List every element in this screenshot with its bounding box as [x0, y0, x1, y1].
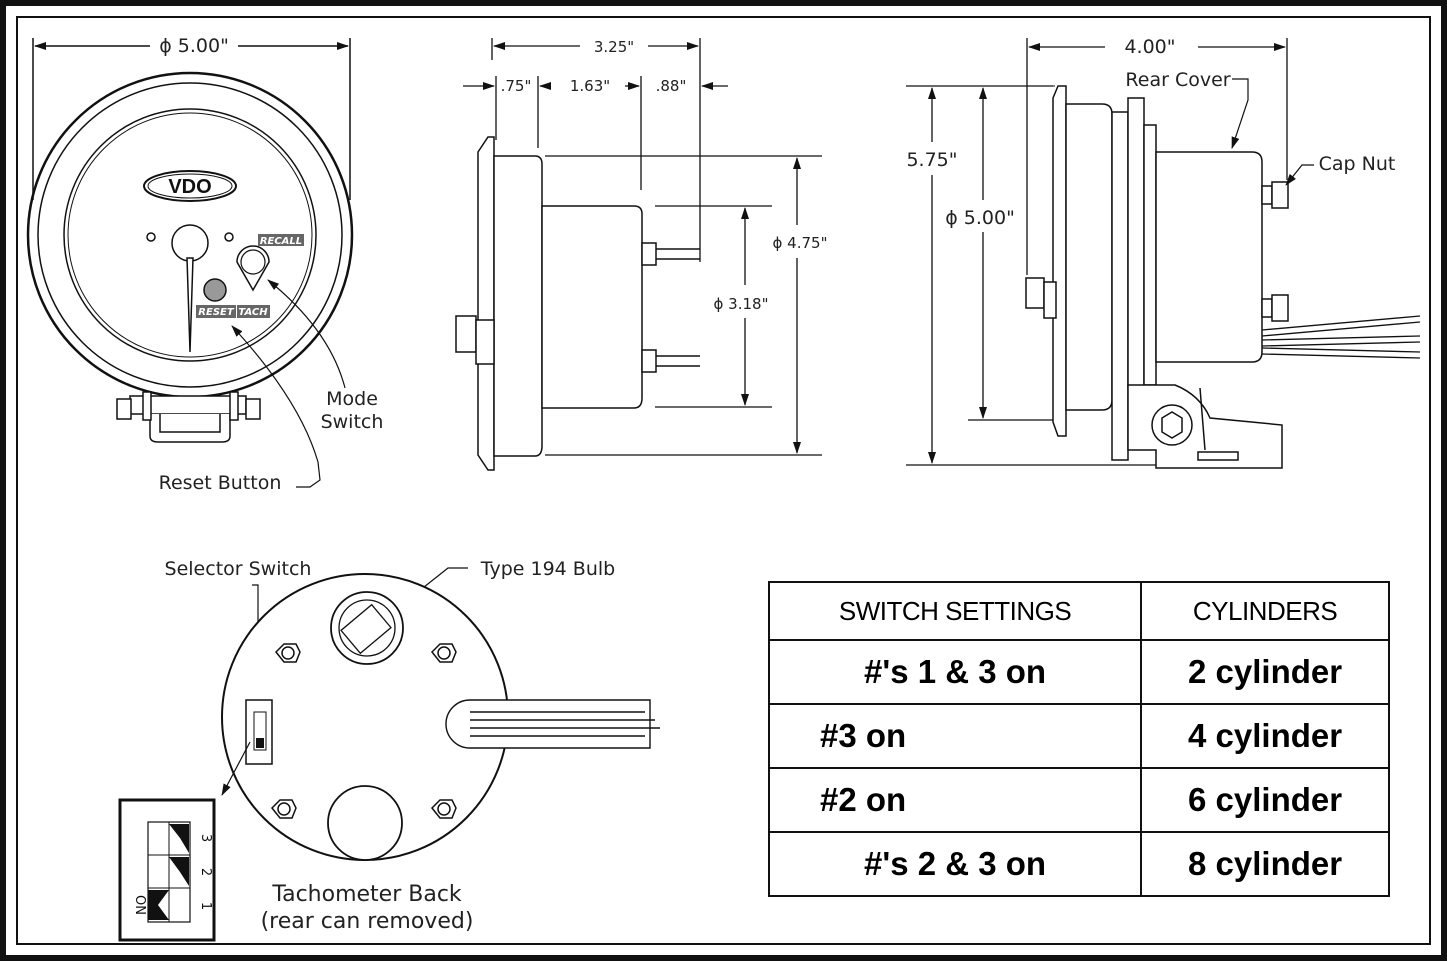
- recall-badge: [258, 234, 304, 246]
- dip-number-3: 3: [198, 834, 213, 842]
- dip-number-2: 2: [198, 868, 213, 876]
- bulb-label: Type 194 Bulb: [480, 558, 615, 580]
- recall-label: RECALL: [260, 236, 302, 247]
- mounted-view: 4.00" 5.75" ϕ 5.00": [906, 36, 1421, 469]
- dip-on-label: ON: [132, 895, 147, 915]
- mount-nuts: [270, 643, 457, 819]
- mode-switch-callout-line1: Mode: [326, 388, 378, 410]
- table-row: #'s 1 & 3 on 2 cylinder: [767, 639, 1390, 705]
- seg2-dim: 1.63": [570, 77, 610, 95]
- back-caption-line1: Tachometer Back: [271, 882, 462, 907]
- reset-label: RESET: [198, 307, 235, 318]
- side-view: 3.25" .75" 1.63" .88" ϕ 4.75": [455, 38, 828, 471]
- dip-switch-enlarged: ON 1 2 3: [118, 798, 216, 942]
- header-cylinders: CYLINDERS: [1140, 581, 1390, 641]
- selector-switch[interactable]: [245, 699, 273, 765]
- mode-switch-callout-line2: Switch: [321, 411, 384, 433]
- table-header-row: SWITCH SETTINGS CYLINDERS: [767, 581, 1390, 641]
- needle-hub: [171, 224, 209, 262]
- wire-grommet: [445, 699, 660, 749]
- depth-dim: 4.00": [1124, 36, 1175, 58]
- tach-label: TACH: [238, 307, 268, 318]
- vdo-logo: [143, 170, 237, 202]
- setting-cell: #3 on: [767, 703, 1143, 769]
- header-switch-settings: SWITCH SETTINGS: [767, 581, 1143, 641]
- inner-border: [16, 16, 1431, 945]
- reset-button-callout: Reset Button: [159, 472, 282, 494]
- center-hole: [327, 785, 403, 861]
- table-row: #'s 2 & 3 on 8 cylinder: [767, 831, 1390, 897]
- overall-length-dim: 3.25": [594, 38, 634, 56]
- tach-badge: [237, 305, 270, 318]
- dip-number-1: 1: [198, 902, 213, 910]
- housing-diameter-dim: ϕ 4.75": [773, 234, 828, 252]
- cap-nut-label: Cap Nut: [1319, 153, 1396, 175]
- back-caption-line2: (rear can removed): [261, 909, 474, 934]
- setting-cell: #'s 2 & 3 on: [767, 831, 1143, 897]
- selector-switch-label: Selector Switch: [165, 558, 312, 580]
- setting-cell: #2 on: [767, 767, 1143, 833]
- cylinders-cell: 8 cylinder: [1140, 831, 1390, 897]
- seg1-dim: .75": [501, 77, 532, 95]
- cylinders-cell: 4 cylinder: [1140, 703, 1390, 769]
- height-dim: 5.75": [906, 149, 957, 171]
- reset-button[interactable]: [203, 278, 227, 302]
- setting-cell: #'s 1 & 3 on: [767, 639, 1143, 705]
- front-diameter-dim: ϕ 5.00": [159, 35, 229, 57]
- can-diameter-dim: ϕ 3.18": [714, 295, 769, 313]
- rear-cover-label: Rear Cover: [1125, 69, 1230, 91]
- front-view: ϕ 5.00" VDO RECALL RESET TACH: [26, 35, 384, 494]
- needle: [186, 257, 194, 353]
- mount-diameter-dim: ϕ 5.00": [945, 207, 1015, 229]
- table-row: #3 on 4 cylinder: [767, 703, 1390, 769]
- mode-switch[interactable]: [236, 245, 270, 292]
- mount-bracket-front: [116, 391, 261, 443]
- back-view: Selector Switch Type 194 Bulb: [118, 558, 660, 942]
- switch-settings-table: SWITCH SETTINGS CYLINDERS #'s 1 & 3 on 2…: [767, 581, 1390, 897]
- table-row: #2 on 6 cylinder: [767, 767, 1390, 833]
- seg3-dim: .88": [656, 77, 687, 95]
- cylinders-cell: 6 cylinder: [1140, 767, 1390, 833]
- brand-text: VDO: [168, 176, 211, 198]
- cylinders-cell: 2 cylinder: [1140, 639, 1390, 705]
- reset-badge: [196, 305, 236, 318]
